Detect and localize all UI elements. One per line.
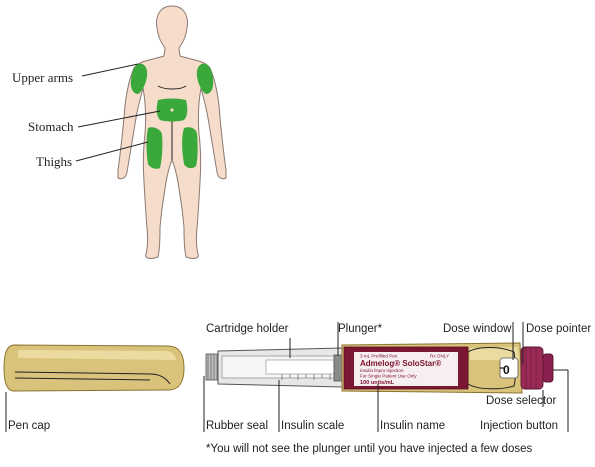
label-cartridge-holder: Cartridge holder [206, 323, 289, 335]
label-pen-cap: Pen cap [8, 420, 50, 432]
label-dose-pointer: Dose pointer [526, 323, 591, 335]
plunger [333, 354, 343, 382]
pointer-thighs [75, 141, 149, 162]
thigh-left-site [146, 127, 163, 169]
label-upper-arms: Upper arms [12, 70, 73, 85]
label-insulin-name: Insulin name [380, 420, 445, 432]
label-dose-window: Dose window [443, 323, 512, 335]
pen-cap [3, 344, 185, 392]
footnote: *You will not see the plunger until you … [206, 443, 533, 455]
dose-window-value: 0 [503, 363, 510, 377]
thigh-right-site [182, 127, 198, 169]
label-brand: Admelog® SoloStar® [360, 359, 441, 368]
pointer-upper-arms [81, 63, 139, 77]
label-rubber-seal: Rubber seal [206, 420, 268, 432]
label-strength: 100 units/mL [360, 380, 395, 386]
label-insulin-scale: Insulin scale [281, 420, 344, 432]
pointer-stomach [77, 110, 161, 128]
insulin-pen: 3 mL Prefilled Pen Rx ONLY Admelog® Solo… [205, 342, 554, 394]
label-stomach: Stomach [28, 119, 74, 134]
upper-arm-left-site [130, 63, 148, 94]
dose-selector [520, 346, 544, 390]
label-warning: For Single Patient Use Only [360, 374, 417, 379]
label-thighs: Thighs [36, 154, 72, 169]
insulin-scale-ticks [281, 374, 331, 380]
label-injection-button: Injection button [480, 420, 558, 432]
label-generic: insulin lispro injection [360, 368, 404, 373]
label-dose-selector: Dose selector [486, 395, 556, 407]
label-plunger: Plunger* [338, 323, 383, 335]
label-rx: Rx ONLY [430, 354, 449, 359]
upper-arm-right-site [196, 63, 214, 94]
injection-button [542, 353, 554, 383]
label-line1: 3 mL Prefilled Pen [360, 354, 398, 359]
human-body-figure [117, 5, 227, 259]
